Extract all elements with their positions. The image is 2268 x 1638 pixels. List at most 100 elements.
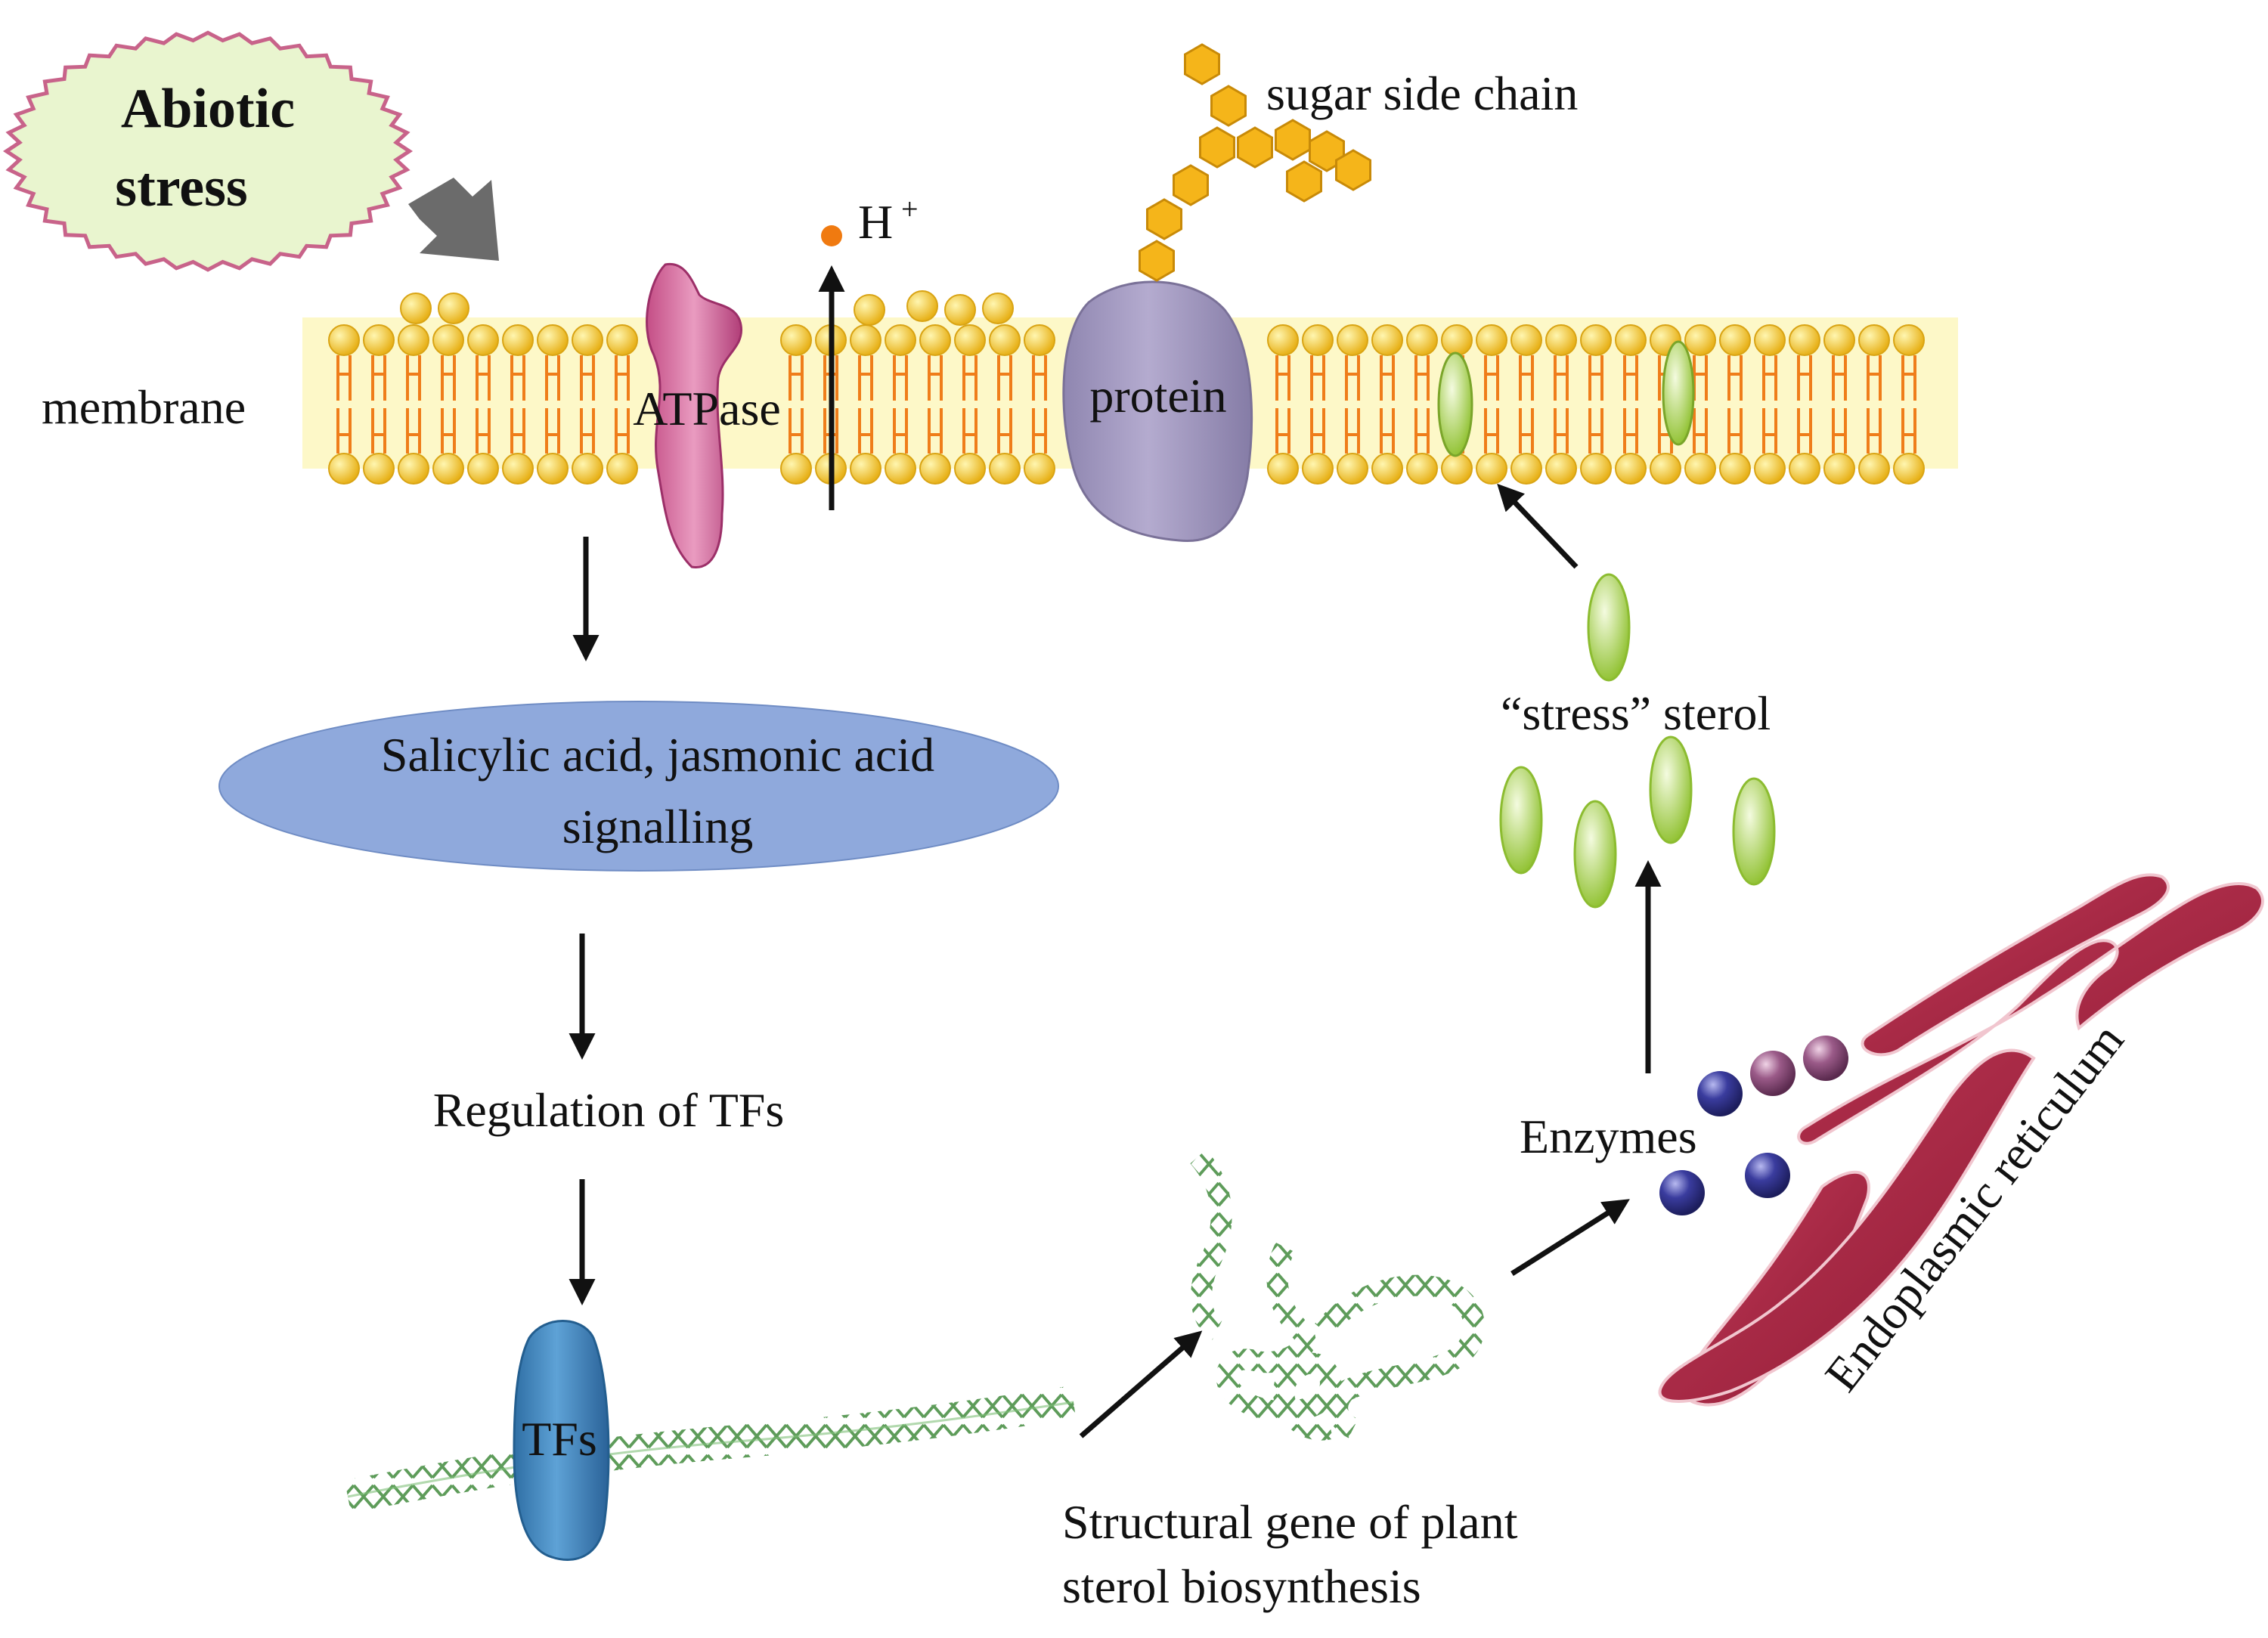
lipid-head <box>328 324 360 356</box>
lipid-head <box>919 324 951 356</box>
lipid-head <box>1267 453 1299 485</box>
lipid-head <box>432 324 464 356</box>
sugar-unit <box>1173 164 1209 206</box>
lipid-head <box>982 293 1014 324</box>
lipid-tail <box>789 408 804 454</box>
lipid-head <box>1337 324 1368 356</box>
lipid-tail <box>580 408 595 454</box>
membrane-sterol <box>1437 351 1473 457</box>
membrane-sterol <box>1662 340 1695 446</box>
lipid-tail <box>1414 355 1430 401</box>
lipid-head <box>1371 453 1403 485</box>
lipid-tail <box>858 408 873 454</box>
lipid-head <box>1823 453 1855 485</box>
lipid-tail <box>615 408 630 454</box>
lipid-tail <box>1693 408 1708 454</box>
lipid-head <box>1684 453 1716 485</box>
lipid-head <box>537 324 569 356</box>
lipid-tail <box>1310 355 1325 401</box>
lipid-tail <box>510 355 525 401</box>
lipid-tail <box>789 355 804 401</box>
lipid-head <box>1476 453 1507 485</box>
lipid-tail <box>1623 408 1638 454</box>
lipid-head <box>1476 324 1507 356</box>
lipid-head <box>572 324 603 356</box>
lipid-tail <box>476 355 491 401</box>
abiotic-stress-label-line1: Abiotic <box>121 78 295 140</box>
lipid-head <box>944 294 976 326</box>
lipid-head <box>363 453 395 485</box>
lipid-tail <box>1762 355 1777 401</box>
structural-gene-label-line1: Structural gene of plant <box>1062 1495 1518 1549</box>
lipid-head <box>1754 453 1786 485</box>
lipid-tail <box>1554 408 1569 454</box>
lipid-head <box>919 453 951 485</box>
stress-sterol <box>1499 766 1543 875</box>
lipid-head <box>1754 324 1786 356</box>
lipid-head <box>1684 324 1716 356</box>
lipid-head <box>537 453 569 485</box>
lipid-head <box>606 453 638 485</box>
lipid-head <box>954 324 986 356</box>
lipid-head <box>1858 324 1890 356</box>
lipid-tail <box>1345 355 1360 401</box>
arrow-to-membrane <box>1497 483 1579 569</box>
stress-sterol <box>1649 735 1693 844</box>
stress-sterol <box>1587 573 1631 682</box>
lipid-head <box>954 453 986 485</box>
lipid-head <box>989 324 1021 356</box>
lipid-head <box>854 294 885 326</box>
lipid-head <box>1719 453 1751 485</box>
atpase-protein: ATPase <box>633 262 781 568</box>
lipid-tail <box>1310 408 1325 454</box>
tfs-label: TFs <box>522 1412 597 1466</box>
lipid-head <box>467 324 499 356</box>
lipid-tail <box>1519 355 1534 401</box>
sugar-unit <box>1335 149 1371 191</box>
lipid-tail <box>371 408 386 454</box>
proton-dot <box>821 225 842 246</box>
lipid-tail <box>580 355 595 401</box>
sugar-side-chain <box>1139 43 1371 282</box>
structural-gene <box>1190 1149 1485 1441</box>
regulation-of-tfs-label: Regulation of TFs <box>433 1083 785 1137</box>
lipid-head <box>989 453 1021 485</box>
lipid-head <box>1580 453 1612 485</box>
abiotic-stress-bubble: Abiotic stress <box>2 30 414 272</box>
lipid-head <box>606 324 638 356</box>
lipid-head <box>1789 453 1820 485</box>
endoplasmic-reticulum <box>1658 873 2264 1407</box>
lipid-head <box>1510 324 1542 356</box>
lipid-tail <box>1380 355 1395 401</box>
lipid-tail <box>928 408 943 454</box>
lipid-tail <box>336 355 352 401</box>
lipid-tail <box>1588 408 1603 454</box>
lipid-head <box>432 453 464 485</box>
lipid-tail <box>1032 355 1047 401</box>
lipid-head <box>438 293 469 324</box>
lipid-tail <box>1867 355 1882 401</box>
lipid-head <box>1893 453 1925 485</box>
lipid-tail <box>406 355 421 401</box>
lipid-head <box>502 324 534 356</box>
lipid-tail <box>1867 408 1882 454</box>
enzyme <box>1750 1051 1796 1096</box>
stress-sterol <box>1573 800 1617 909</box>
structural-gene-label-line2: sterol biosynthesis <box>1062 1559 1421 1613</box>
lipid-tail <box>615 355 630 401</box>
lipid-head <box>1406 324 1438 356</box>
enzyme <box>1803 1036 1848 1081</box>
lipid-tail <box>858 355 873 401</box>
lipid-head <box>1823 324 1855 356</box>
lipid-head <box>780 453 812 485</box>
lipid-tail <box>1032 408 1047 454</box>
transcription-factor: TFs <box>513 1320 610 1561</box>
lipid-tail <box>371 355 386 401</box>
proton-charge: + <box>901 192 919 226</box>
lipid-head <box>363 324 395 356</box>
sugar-unit <box>1184 43 1220 85</box>
signalling-ellipse <box>218 701 1059 872</box>
lipid-tail <box>997 408 1012 454</box>
lipid-tail <box>962 408 978 454</box>
